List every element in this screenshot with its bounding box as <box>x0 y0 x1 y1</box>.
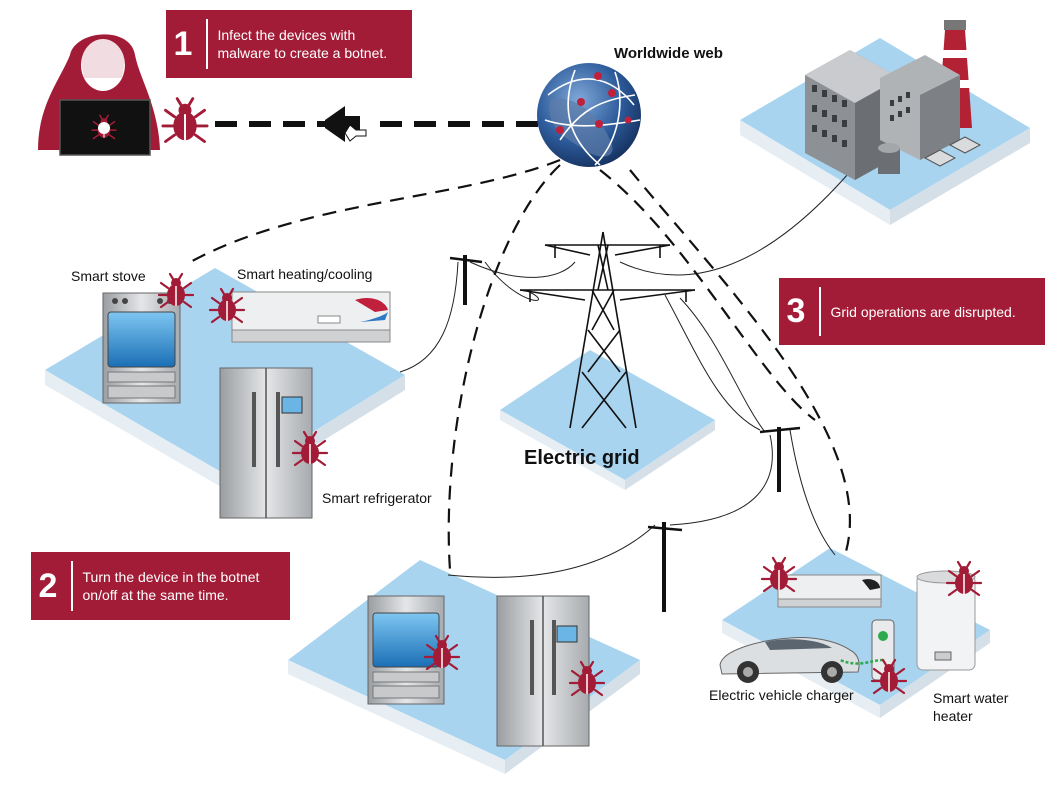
step-text: Turn the device in the botnet on/off at … <box>83 568 260 604</box>
step-text-line: on/off at the same time. <box>82 587 229 603</box>
step-1-callout: 1 Infect the devices with malware to cre… <box>166 10 412 78</box>
label-worldwide-web: Worldwide web <box>614 45 723 62</box>
car-icon <box>719 637 860 683</box>
label-water-heater-line: heater <box>933 708 973 724</box>
utility-pole-icon <box>449 255 801 612</box>
label-water-heater-line: Smart water <box>933 690 1009 706</box>
step-3-callout: 3 Grid operations are disrupted. <box>779 278 1045 345</box>
globe-icon <box>537 63 641 167</box>
label-smart-refrigerator: Smart refrigerator <box>322 490 432 506</box>
step-number: 2 <box>38 566 58 605</box>
hacker-icon <box>38 34 160 156</box>
divider <box>819 287 821 336</box>
stove-icon <box>102 292 181 404</box>
power-plant-icon <box>805 20 982 180</box>
transmission-tower-icon <box>519 231 696 429</box>
step-text: Infect the devices with malware to creat… <box>218 26 388 62</box>
step-number: 3 <box>786 292 806 330</box>
step-text-line: Infect the devices with <box>217 27 356 43</box>
step-text: Grid operations are disrupted. <box>830 303 1016 320</box>
label-ev-charger: Electric vehicle charger <box>709 687 854 703</box>
stove-icon <box>367 595 445 705</box>
divider <box>206 19 208 69</box>
refrigerator-icon <box>496 595 590 747</box>
power-lines <box>399 159 861 578</box>
bug-icon <box>161 97 209 143</box>
label-smart-heating: Smart heating/cooling <box>237 266 373 282</box>
divider <box>71 561 73 611</box>
step-text-line: malware to create a botnet. <box>217 45 388 61</box>
step-number: 1 <box>173 24 193 63</box>
label-water-heater: Smart water heater <box>933 689 1008 725</box>
hacker-web-link <box>215 106 545 142</box>
label-electric-grid: Electric grid <box>524 447 640 469</box>
step-text-line: Turn the device in the botnet <box>82 569 260 585</box>
platform-grid <box>500 350 715 490</box>
ac-unit-icon <box>231 291 391 343</box>
network-links <box>184 158 851 571</box>
label-smart-stove: Smart stove <box>71 268 146 284</box>
step-2-callout: 2 Turn the device in the botnet on/off a… <box>31 552 290 620</box>
